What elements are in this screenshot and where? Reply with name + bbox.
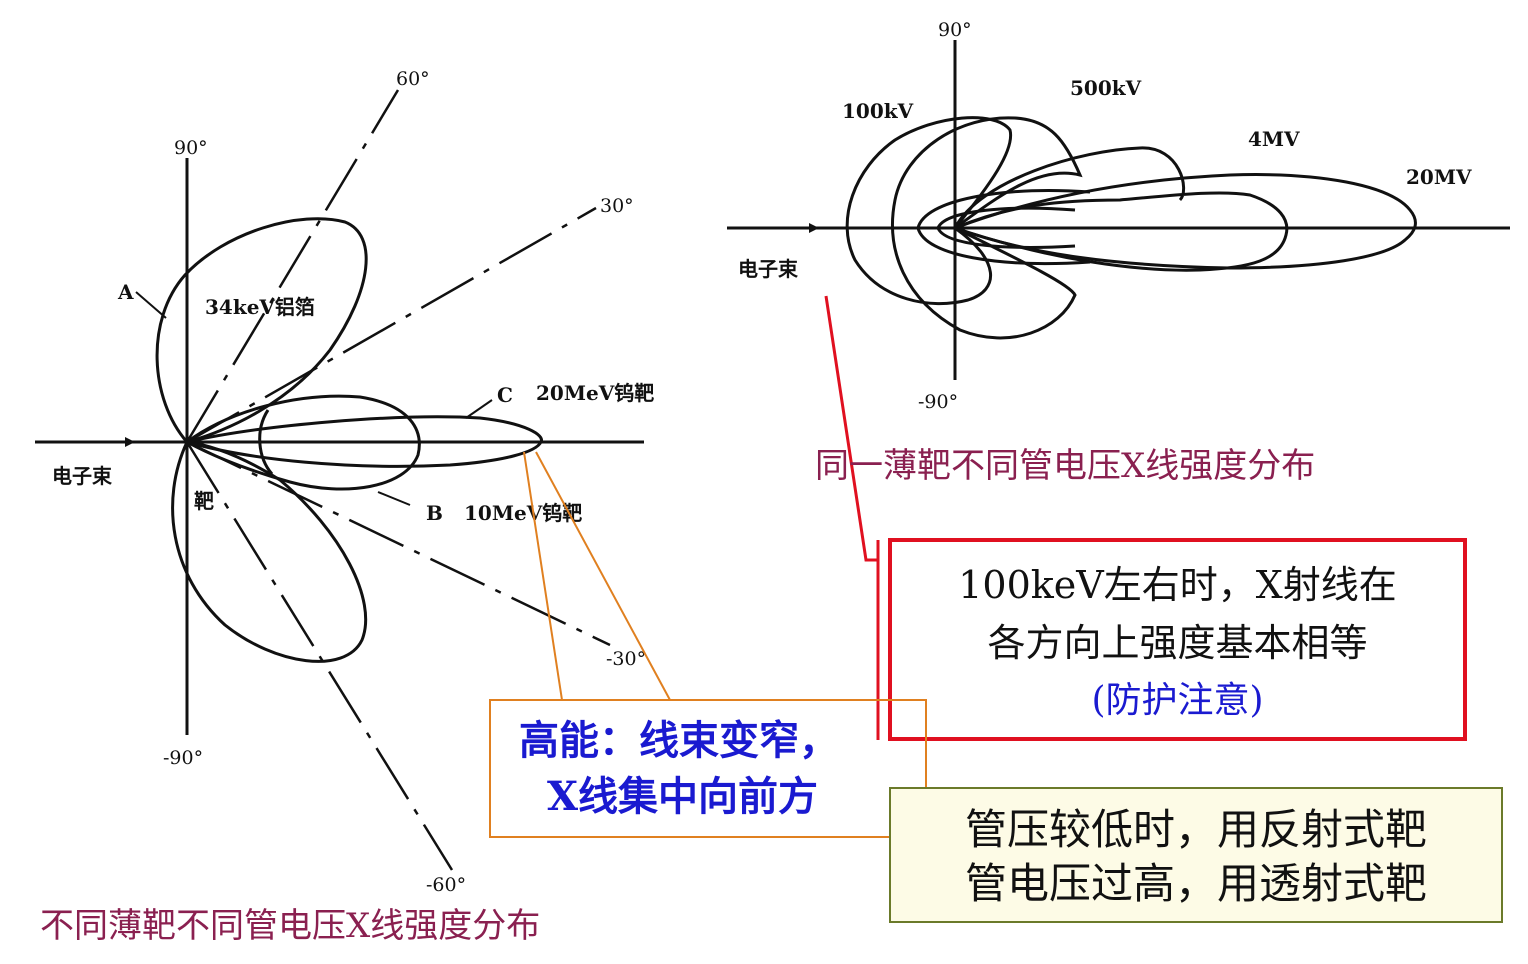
right-caption: 同一薄靶不同管电压X线强度分布 xyxy=(815,446,1316,486)
red-note-box: 100keV左右时，X射线在 各方向上强度基本相等 (防护注意) xyxy=(888,538,1467,741)
left-label-minus-60: -60° xyxy=(426,874,466,896)
green-note-line-2: 管电压过高，用透射式靶 xyxy=(964,859,1427,908)
curve-b-letter: B xyxy=(426,501,443,525)
leader-b xyxy=(377,491,411,506)
curve-c xyxy=(181,415,543,468)
left-label-minus-90: -90° xyxy=(163,747,203,769)
ray-minus-30 xyxy=(186,440,611,647)
curve-b-inner xyxy=(258,409,274,475)
left-beam-label: 电子束 xyxy=(52,464,113,488)
left-caption: 不同薄靶不同管电压X线强度分布 xyxy=(40,906,541,946)
left-label-60: 60° xyxy=(396,68,430,90)
label-100kv: 100kV xyxy=(842,99,914,123)
curve-b-text: 10MeV钨靶 xyxy=(464,501,582,525)
orange-note-line-1: 高能：线束变窄， xyxy=(519,717,839,764)
curve-c-text: 20MeV钨靶 xyxy=(536,381,654,405)
right-label-90: 90° xyxy=(938,19,972,41)
right-labels: 90° -90° 电子束 100kV 500kV 4MV 20MV xyxy=(738,19,1472,413)
curve-a-lower-lobe xyxy=(171,440,368,663)
orange-note-line-2: X线集中向前方 xyxy=(547,773,819,820)
left-labels: 90° 60° 30° -30° -60° -90° 电子束 靶 A 34keV… xyxy=(52,68,654,896)
right-label-minus-90: -90° xyxy=(918,391,958,413)
label-4mv: 4MV xyxy=(1248,127,1300,151)
left-label-minus-30: -30° xyxy=(606,648,646,670)
right-beam-label: 电子束 xyxy=(738,257,799,281)
red-note-line-2: 各方向上强度基本相等 xyxy=(987,621,1368,665)
left-polar-diagram xyxy=(35,89,644,871)
ray-30 xyxy=(186,206,597,444)
right-polar-diagram xyxy=(523,40,1510,740)
label-500kv: 500kV xyxy=(1070,76,1142,100)
curve-a-letter: A xyxy=(117,280,134,304)
red-note-line-3: (防护注意) xyxy=(1091,680,1264,721)
left-target-label: 靶 xyxy=(194,489,214,513)
orange-note-box: 高能：线束变窄， X线集中向前方 xyxy=(489,699,927,838)
curve-c-letter: C xyxy=(497,383,513,407)
orange-leader-right xyxy=(535,451,671,701)
red-note-line-1: 100keV左右时，X射线在 xyxy=(958,563,1397,607)
curve-a-upper-lobe xyxy=(155,217,368,444)
curve-inner-core xyxy=(936,206,1076,249)
left-label-30: 30° xyxy=(600,195,634,217)
leader-c xyxy=(465,399,493,419)
label-20mv: 20MV xyxy=(1406,165,1472,189)
ray-60 xyxy=(185,89,400,443)
green-note-box: 管压较低时，用反射式靶 管电压过高，用透射式靶 xyxy=(889,787,1503,923)
curve-a-text: 34keV铝箔 xyxy=(205,295,315,319)
green-note-line-1: 管压较低时，用反射式靶 xyxy=(964,805,1427,854)
left-label-90: 90° xyxy=(174,137,208,159)
curve-500kv xyxy=(891,116,1083,340)
curve-b xyxy=(184,394,421,491)
orange-leader-left xyxy=(523,451,563,701)
ray-minus-60 xyxy=(185,441,454,871)
curve-100kv xyxy=(845,116,1013,306)
red-leader-line xyxy=(824,295,878,562)
leader-a xyxy=(135,291,167,319)
curve-mid-bullet xyxy=(916,189,1091,265)
curve-20mv xyxy=(950,173,1417,270)
